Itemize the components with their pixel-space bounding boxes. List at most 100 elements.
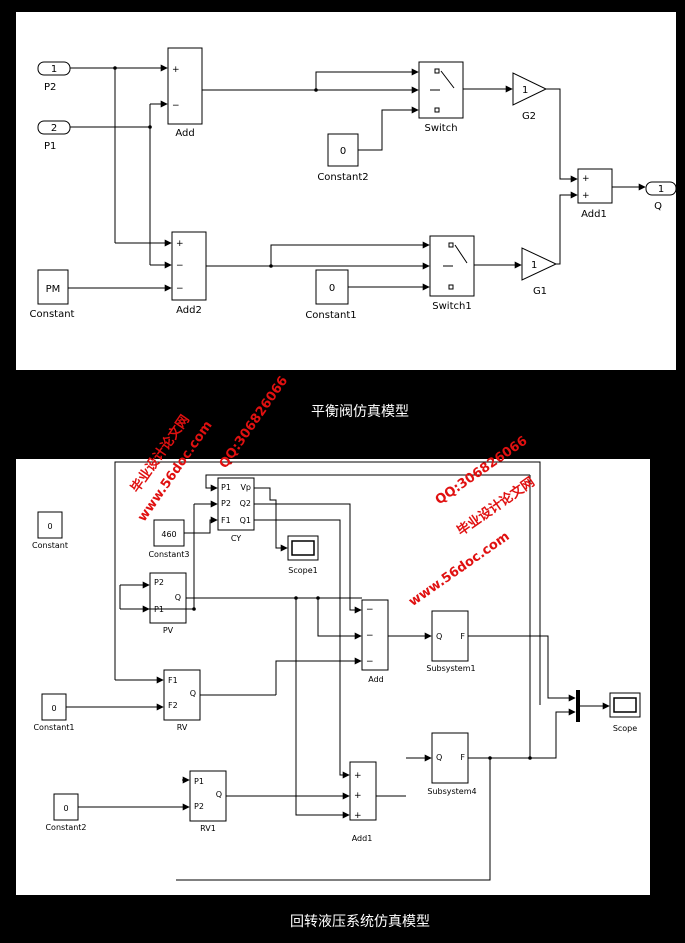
- svg-text:+: +: [582, 191, 590, 201]
- svg-text:+: +: [582, 174, 590, 184]
- svg-text:Constant2: Constant2: [317, 172, 368, 183]
- b-block-subsystem4[interactable]: Q F Subsystem4: [427, 732, 477, 796]
- svg-text:Switch1: Switch1: [432, 301, 471, 312]
- block-g1[interactable]: 1 G1: [521, 247, 558, 297]
- svg-text:RV1: RV1: [200, 824, 216, 833]
- top-wires: [68, 64, 646, 292]
- svg-text:+: +: [354, 771, 362, 781]
- b-block-constant2[interactable]: 0 Constant2: [45, 793, 87, 832]
- svg-text:−: −: [366, 657, 374, 667]
- svg-text:PV: PV: [163, 626, 174, 635]
- block-constant1[interactable]: 0 Constant1: [305, 269, 357, 321]
- svg-text:Constant1: Constant1: [305, 310, 356, 321]
- svg-text:P2: P2: [154, 578, 164, 587]
- svg-text:460: 460: [161, 530, 176, 539]
- svg-text:P1: P1: [44, 141, 56, 152]
- svg-text:G1: G1: [533, 286, 547, 297]
- svg-text:Switch: Switch: [424, 123, 457, 134]
- b-block-scope1[interactable]: Scope1: [287, 535, 319, 575]
- svg-text:P2: P2: [44, 82, 56, 93]
- svg-text:−: −: [176, 261, 184, 271]
- svg-text:Add2: Add2: [176, 305, 202, 316]
- svg-text:+: +: [176, 239, 184, 249]
- svg-text:Constant1: Constant1: [33, 723, 74, 732]
- b-block-rv[interactable]: F1 F2 Q RV: [163, 669, 201, 732]
- svg-text:Q2: Q2: [240, 499, 251, 508]
- svg-text:Add: Add: [175, 128, 194, 139]
- svg-text:1: 1: [51, 64, 57, 75]
- svg-text:Add: Add: [368, 675, 384, 684]
- svg-text:Add1: Add1: [352, 834, 373, 843]
- svg-text:P2: P2: [194, 802, 204, 811]
- svg-text:F1: F1: [168, 676, 178, 685]
- svg-text:Q: Q: [436, 753, 442, 762]
- svg-text:Scope1: Scope1: [288, 566, 317, 575]
- svg-text:Q: Q: [216, 790, 222, 799]
- svg-text:Constant2: Constant2: [45, 823, 86, 832]
- svg-text:2: 2: [51, 123, 57, 134]
- block-switch1[interactable]: Switch1: [429, 235, 475, 312]
- b-block-mux[interactable]: [576, 690, 580, 722]
- block-add2[interactable]: + − − Add2: [171, 231, 207, 316]
- svg-text:F: F: [460, 753, 465, 762]
- svg-text:+: +: [172, 65, 180, 75]
- svg-text:Scope: Scope: [613, 724, 637, 733]
- svg-text:PM: PM: [46, 284, 61, 295]
- block-add[interactable]: + − Add: [167, 47, 203, 139]
- svg-text:1: 1: [658, 184, 664, 195]
- block-add1[interactable]: + + Add1: [577, 168, 613, 220]
- svg-text:−: −: [366, 605, 374, 615]
- svg-text:Subsystem4: Subsystem4: [427, 787, 476, 796]
- svg-text:0: 0: [340, 146, 346, 157]
- block-g2[interactable]: 1 G2: [512, 72, 548, 122]
- svg-text:0: 0: [51, 704, 56, 713]
- b-block-scope[interactable]: Scope: [609, 692, 641, 733]
- watermark-group-2: QQ:306826066: [217, 374, 292, 472]
- svg-text:Add1: Add1: [581, 209, 607, 220]
- svg-text:+: +: [354, 791, 362, 801]
- svg-text:F1: F1: [221, 516, 231, 525]
- b-block-constant1[interactable]: 0 Constant1: [33, 693, 75, 732]
- svg-text:CY: CY: [231, 534, 241, 543]
- svg-text:−: −: [176, 284, 184, 294]
- block-switch[interactable]: Switch: [418, 61, 464, 134]
- outport-q[interactable]: 1 Q: [645, 181, 677, 212]
- svg-text:G2: G2: [522, 111, 536, 122]
- svg-text:P2: P2: [221, 499, 231, 508]
- svg-text:+: +: [354, 811, 362, 821]
- svg-text:F2: F2: [168, 701, 178, 710]
- svg-text:Vp: Vp: [240, 483, 251, 492]
- svg-text:0: 0: [47, 522, 52, 531]
- svg-text:1: 1: [522, 85, 528, 96]
- svg-text:Constant: Constant: [30, 309, 75, 320]
- svg-text:Constant3: Constant3: [148, 550, 189, 559]
- b-block-cy[interactable]: P1 P2 F1 Vp Q2 Q1 CY: [217, 477, 255, 543]
- svg-text:Q1: Q1: [240, 516, 251, 525]
- svg-text:F: F: [460, 632, 465, 641]
- svg-text:1: 1: [531, 260, 537, 271]
- svg-text:P1: P1: [221, 483, 231, 492]
- top-caption: 平衡阀仿真模型: [311, 404, 409, 420]
- bottom-panel: [16, 459, 650, 895]
- b-block-rv1[interactable]: P1 P2 Q RV1: [189, 770, 227, 833]
- svg-text:P1: P1: [194, 777, 204, 786]
- svg-text:Q: Q: [436, 632, 442, 641]
- svg-text:0: 0: [329, 283, 335, 294]
- b-block-subsystem1[interactable]: Q F Subsystem1: [426, 610, 476, 673]
- b-block-add[interactable]: − − − Add: [361, 599, 389, 684]
- block-constant2[interactable]: 0 Constant2: [317, 133, 369, 183]
- svg-text:Q: Q: [190, 689, 196, 698]
- svg-text:Q: Q: [654, 201, 662, 212]
- svg-text:−: −: [172, 101, 180, 111]
- bottom-wires: [66, 461, 610, 881]
- block-constant-pm[interactable]: PM Constant: [30, 269, 75, 320]
- b-block-constant[interactable]: 0 Constant: [32, 511, 68, 550]
- bottom-caption: 回转液压系统仿真模型: [290, 914, 430, 930]
- svg-text:QQ:306826066: QQ:306826066: [217, 374, 292, 472]
- b-block-add1[interactable]: + + + Add1: [349, 761, 377, 843]
- svg-text:Subsystem1: Subsystem1: [426, 664, 475, 673]
- b-block-constant3[interactable]: 460 Constant3: [148, 519, 190, 559]
- svg-text:0: 0: [63, 804, 68, 813]
